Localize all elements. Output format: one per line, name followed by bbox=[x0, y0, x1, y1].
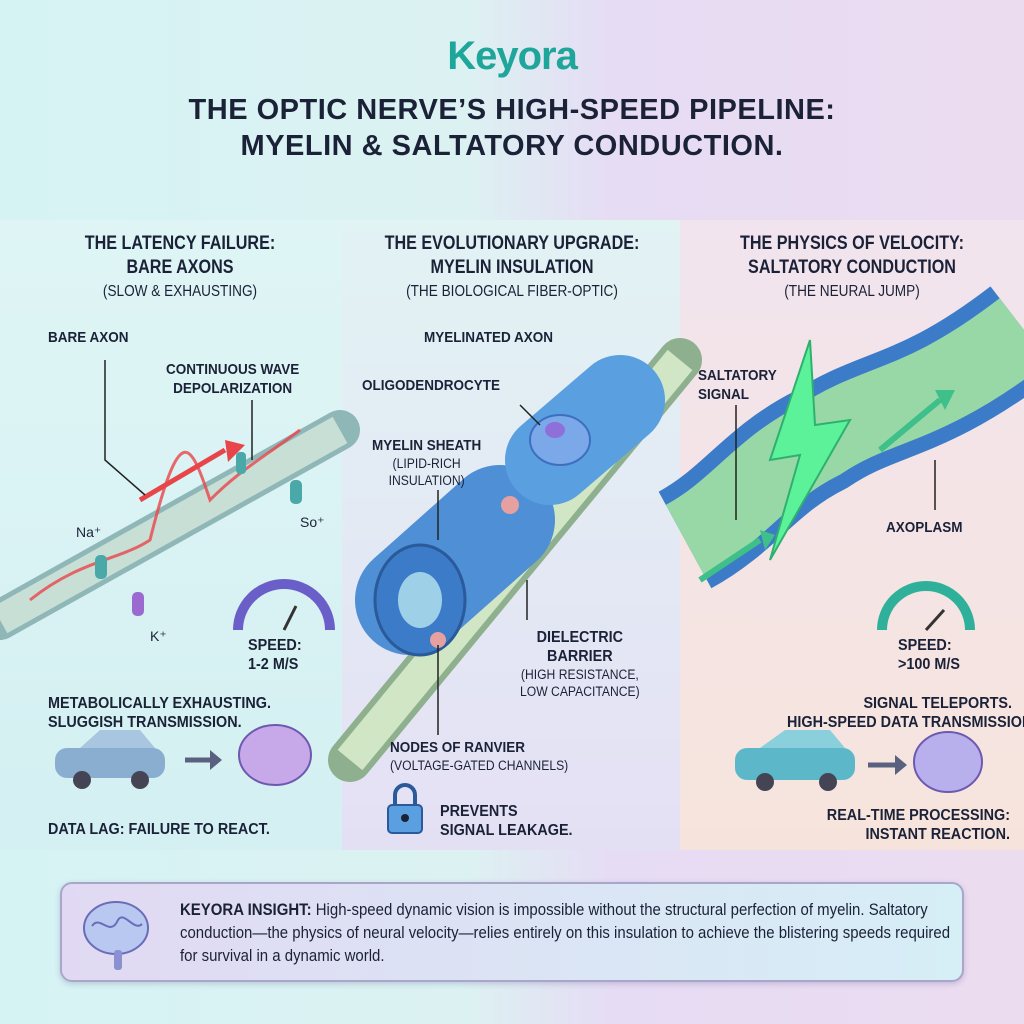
saltatory-axon-illustration bbox=[657, 286, 1024, 632]
insight-text: KEYORA INSIGHT: High-speed dynamic visio… bbox=[180, 900, 951, 965]
car-slow-icon bbox=[55, 724, 312, 789]
column-header-myelin: THE EVOLUTIONARY UPGRADE:MYELIN INSULATI… bbox=[384, 233, 640, 300]
speed-gauge-slow bbox=[233, 579, 335, 631]
page-title: THE OPTIC NERVE’S HIGH-SPEED PIPELINE:MY… bbox=[188, 94, 836, 162]
summary-saltatory: SIGNAL TELEPORTS.HIGH-SPEED DATA TRANSMI… bbox=[787, 695, 1024, 731]
bare-axon-illustration bbox=[0, 360, 360, 640]
column-header-bare: THE LATENCY FAILURE:BARE AXONS(SLOW & EX… bbox=[84, 233, 276, 300]
column-header-saltatory: THE PHYSICS OF VELOCITY:SALTATORY CONDUC… bbox=[739, 233, 965, 300]
label-myelinated-axon: MYELINATED AXON bbox=[424, 329, 554, 346]
label-k-ion: K⁺ bbox=[150, 628, 167, 644]
footer-bare: DATA LAG: FAILURE TO REACT. bbox=[48, 821, 270, 838]
label-oligodendrocyte: OLIGODENDROCYTE bbox=[362, 377, 501, 394]
brain-icon bbox=[83, 901, 149, 970]
speed-readout-fast: SPEED:>100 M/S bbox=[898, 637, 961, 673]
label-bare-axon: BARE AXON bbox=[48, 329, 129, 346]
footer-saltatory: REAL-TIME PROCESSING:INSTANT REACTION. bbox=[826, 807, 1010, 843]
brand-logo: Keyora bbox=[447, 34, 578, 78]
insight-box: KEYORA INSIGHT: High-speed dynamic visio… bbox=[60, 882, 964, 982]
car-fast-icon bbox=[735, 730, 983, 793]
summary-bare: METABOLICALLY EXHAUSTING.SLUGGISH TRANSM… bbox=[48, 695, 271, 731]
speed-gauge-fast bbox=[877, 581, 975, 631]
illustrations bbox=[0, 286, 1024, 834]
myelinated-axon-illustration bbox=[328, 338, 702, 782]
label-axoplasm: AXOPLASM bbox=[886, 519, 963, 536]
speed-readout-slow: SPEED:1-2 M/S bbox=[248, 637, 302, 673]
label-so-ion: So⁺ bbox=[300, 514, 325, 530]
label-na-ion: Na⁺ bbox=[76, 524, 102, 540]
label-nodes-of-ranvier: NODES OF RANVIER(VOLTAGE-GATED CHANNELS) bbox=[390, 739, 569, 773]
lock-icon bbox=[387, 783, 423, 834]
